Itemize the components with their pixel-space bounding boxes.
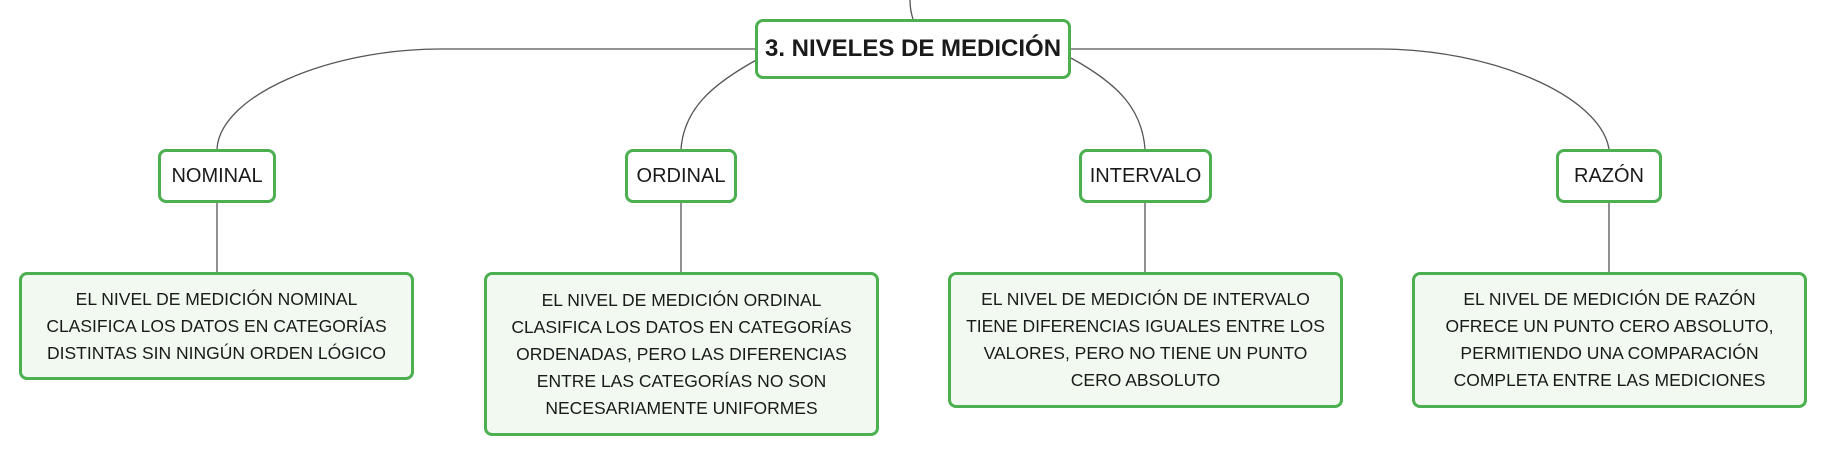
- description-node-ordinal[interactable]: EL NIVEL DE MEDICIÓN ORDINAL CLASIFICA L…: [484, 272, 879, 436]
- connector-root-to-razon: [1071, 48, 1610, 150]
- description-text: EL NIVEL DE MEDICIÓN ORDINAL CLASIFICA L…: [511, 289, 852, 418]
- connector-parent-to-root: [909, 0, 914, 20]
- description-text: EL NIVEL DE MEDICIÓN DE RAZÓN OFRECE UN …: [1445, 289, 1774, 390]
- description-node-nominal[interactable]: EL NIVEL DE MEDICIÓN NOMINAL CLASIFICA L…: [19, 272, 414, 380]
- level-node-label: ORDINAL: [636, 164, 726, 187]
- level-node-intervalo[interactable]: INTERVALO: [1079, 149, 1212, 203]
- root-node[interactable]: 3. NIVELES DE MEDICIÓN: [755, 19, 1071, 79]
- description-text: EL NIVEL DE MEDICIÓN NOMINAL CLASIFICA L…: [46, 288, 387, 363]
- root-node-label: 3. NIVELES DE MEDICIÓN: [764, 35, 1062, 62]
- level-node-label: NOMINAL: [171, 164, 263, 187]
- description-node-intervalo[interactable]: EL NIVEL DE MEDICIÓN DE INTERVALO TIENE …: [948, 272, 1343, 408]
- description-text: EL NIVEL DE MEDICIÓN DE INTERVALO TIENE …: [966, 289, 1325, 390]
- level-node-nominal[interactable]: NOMINAL: [158, 149, 276, 203]
- connector-root-to-ordinal: [680, 57, 761, 150]
- level-node-razon[interactable]: RAZÓN: [1556, 149, 1662, 203]
- level-node-ordinal[interactable]: ORDINAL: [625, 149, 737, 203]
- level-node-label: RAZÓN: [1574, 164, 1644, 187]
- description-node-razon[interactable]: EL NIVEL DE MEDICIÓN DE RAZÓN OFRECE UN …: [1412, 272, 1807, 408]
- connector-root-to-nominal: [216, 48, 755, 150]
- connector-root-to-intervalo: [1070, 57, 1146, 150]
- level-node-label: INTERVALO: [1089, 164, 1202, 187]
